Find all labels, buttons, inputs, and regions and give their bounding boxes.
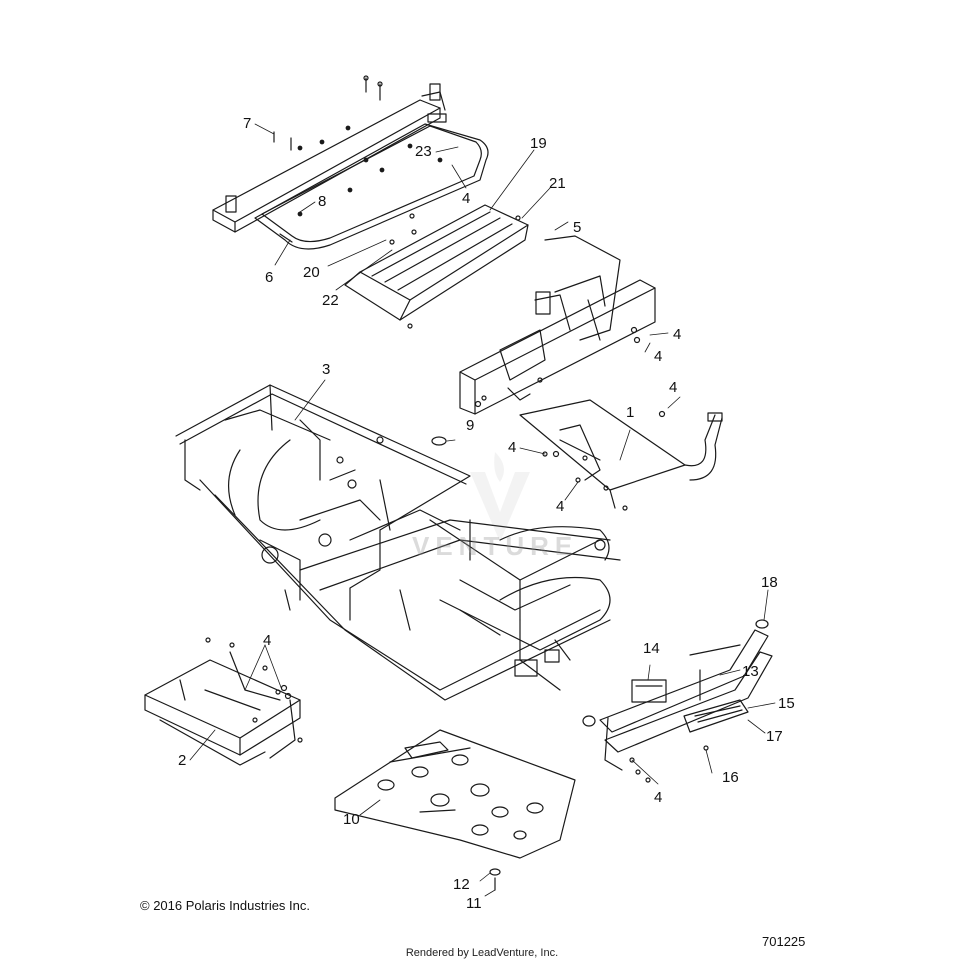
callout-9: 9	[466, 417, 475, 434]
callout-10: 10	[343, 811, 360, 828]
callout-13: 13	[742, 663, 759, 680]
part-6-seat-frame	[212, 83, 489, 250]
callout-8: 8	[318, 193, 327, 210]
callout-4: 4	[673, 326, 682, 343]
callout-5: 5	[573, 219, 582, 236]
callout-3: 3	[322, 361, 331, 378]
part-7-bolts	[273, 75, 383, 151]
callout-7: 7	[243, 115, 252, 132]
callout-19: 19	[530, 135, 547, 152]
callout-14: 14	[643, 640, 660, 657]
part-2-front-support	[144, 637, 303, 766]
part-19-tunnel-cover	[344, 204, 529, 329]
callout-22: 22	[322, 292, 339, 309]
callout-16: 16	[722, 769, 739, 786]
drawing-number: 701225	[762, 934, 806, 949]
part-3-main-chassis	[175, 384, 621, 701]
part-1-rear-support	[519, 399, 723, 511]
callout-4: 4	[654, 789, 663, 806]
leadventure-watermark-logo	[470, 452, 530, 542]
leader-lines	[189, 123, 776, 897]
copyright-text: © 2016 Polaris Industries Inc.	[140, 898, 310, 913]
callout-4: 4	[508, 439, 517, 456]
callout-2: 2	[178, 752, 187, 769]
rendered-by-text: Rendered by LeadVenture, Inc.	[405, 947, 559, 959]
callout-12: 12	[453, 876, 470, 893]
callout-17: 17	[766, 728, 783, 745]
callout-20: 20	[303, 264, 320, 281]
part-5-rear-frame	[459, 235, 656, 415]
part-13-front-bumper	[582, 619, 773, 783]
part-11-12-hardware	[489, 868, 501, 891]
callout-4: 4	[654, 348, 663, 365]
callout-4: 4	[263, 632, 272, 649]
callout-21: 21	[549, 175, 566, 192]
watermark-text: VENTURE	[412, 531, 579, 561]
callout-4: 4	[556, 498, 565, 515]
callout-6: 6	[265, 269, 274, 286]
part-9-plug	[431, 436, 447, 446]
callout-18: 18	[761, 574, 778, 591]
callout-4: 4	[669, 379, 678, 396]
callout-15: 15	[778, 695, 795, 712]
callout-23: 23	[415, 143, 432, 160]
callout-11: 11	[466, 895, 482, 912]
callout-1: 1	[626, 404, 635, 421]
callout-4: 4	[462, 190, 471, 207]
part-10-skid-plate	[334, 729, 576, 859]
